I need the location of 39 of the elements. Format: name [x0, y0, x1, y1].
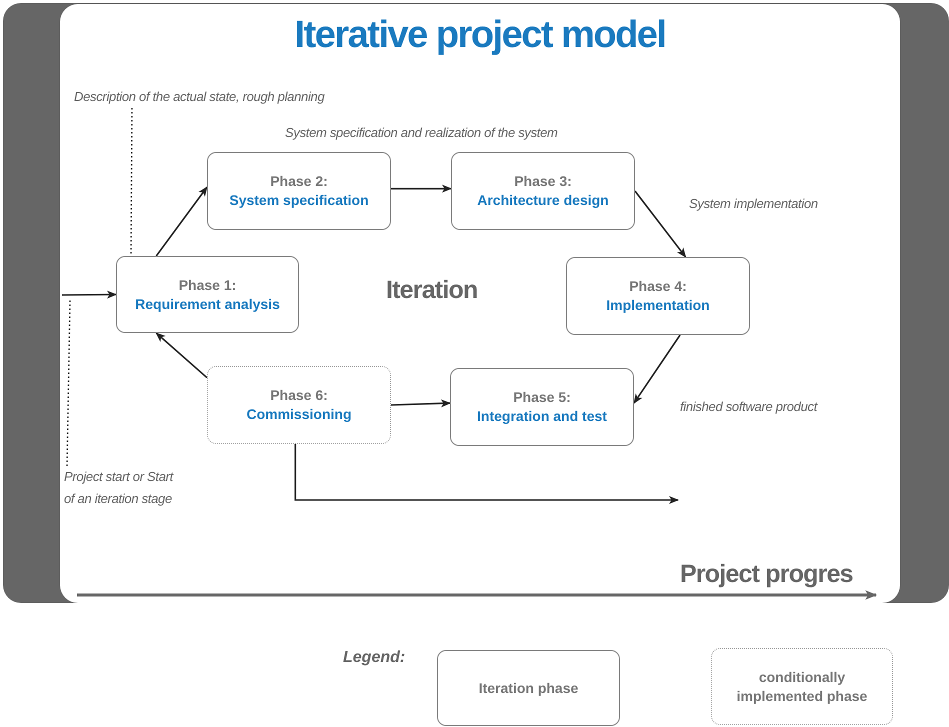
axis-label: Project progres: [680, 560, 853, 589]
phase-name: System specification: [229, 191, 369, 210]
arrow: [62, 290, 117, 299]
arrow: [634, 190, 686, 258]
phase-name: Commissioning: [246, 405, 352, 424]
phase-box: [207, 152, 391, 230]
phase-number: Phase 3:: [514, 172, 572, 191]
arrow: [156, 332, 208, 378]
note-text: Description of the actual state, rough planning: [74, 86, 354, 108]
phase-number: Phase 4:: [629, 277, 687, 296]
legend-text: conditionally implemented phase: [736, 668, 868, 706]
legend-text: Iteration phase: [478, 678, 580, 698]
arrow: [390, 399, 451, 408]
annotation-text: finished software product: [680, 398, 818, 416]
arrow: [156, 186, 208, 256]
leader-line: [130, 108, 133, 256]
legend-heading: Legend:: [343, 649, 406, 667]
arrow: [294, 444, 679, 504]
phase-number: Phase 6:: [270, 386, 328, 405]
phase-name: Implementation: [606, 296, 710, 315]
phase-number: Phase 5:: [513, 388, 571, 407]
arrow: [391, 184, 452, 193]
annotation-text: System implementation: [689, 195, 818, 213]
phase-name: Integration and test: [477, 407, 607, 426]
phase-name: Architecture design: [477, 191, 609, 210]
phase-box: [451, 152, 635, 230]
dotted-phase-box: [207, 366, 391, 444]
note-text: Project start or Start of an iteration stage: [64, 466, 176, 510]
leader-line: [66, 300, 71, 466]
phase-number: Phase 1:: [178, 276, 236, 294]
annotation-text: System specification and realization of the system: [285, 124, 558, 142]
phase-number: Phase 2:: [270, 172, 328, 191]
center-label: Iteration: [386, 276, 478, 305]
phase-name: Requirement analysis: [135, 294, 280, 314]
phase-box: [116, 256, 299, 333]
phase-box: [566, 257, 750, 335]
arrow: [633, 334, 681, 404]
phase-box: [450, 368, 634, 446]
title: Iterative project model: [294, 14, 666, 57]
